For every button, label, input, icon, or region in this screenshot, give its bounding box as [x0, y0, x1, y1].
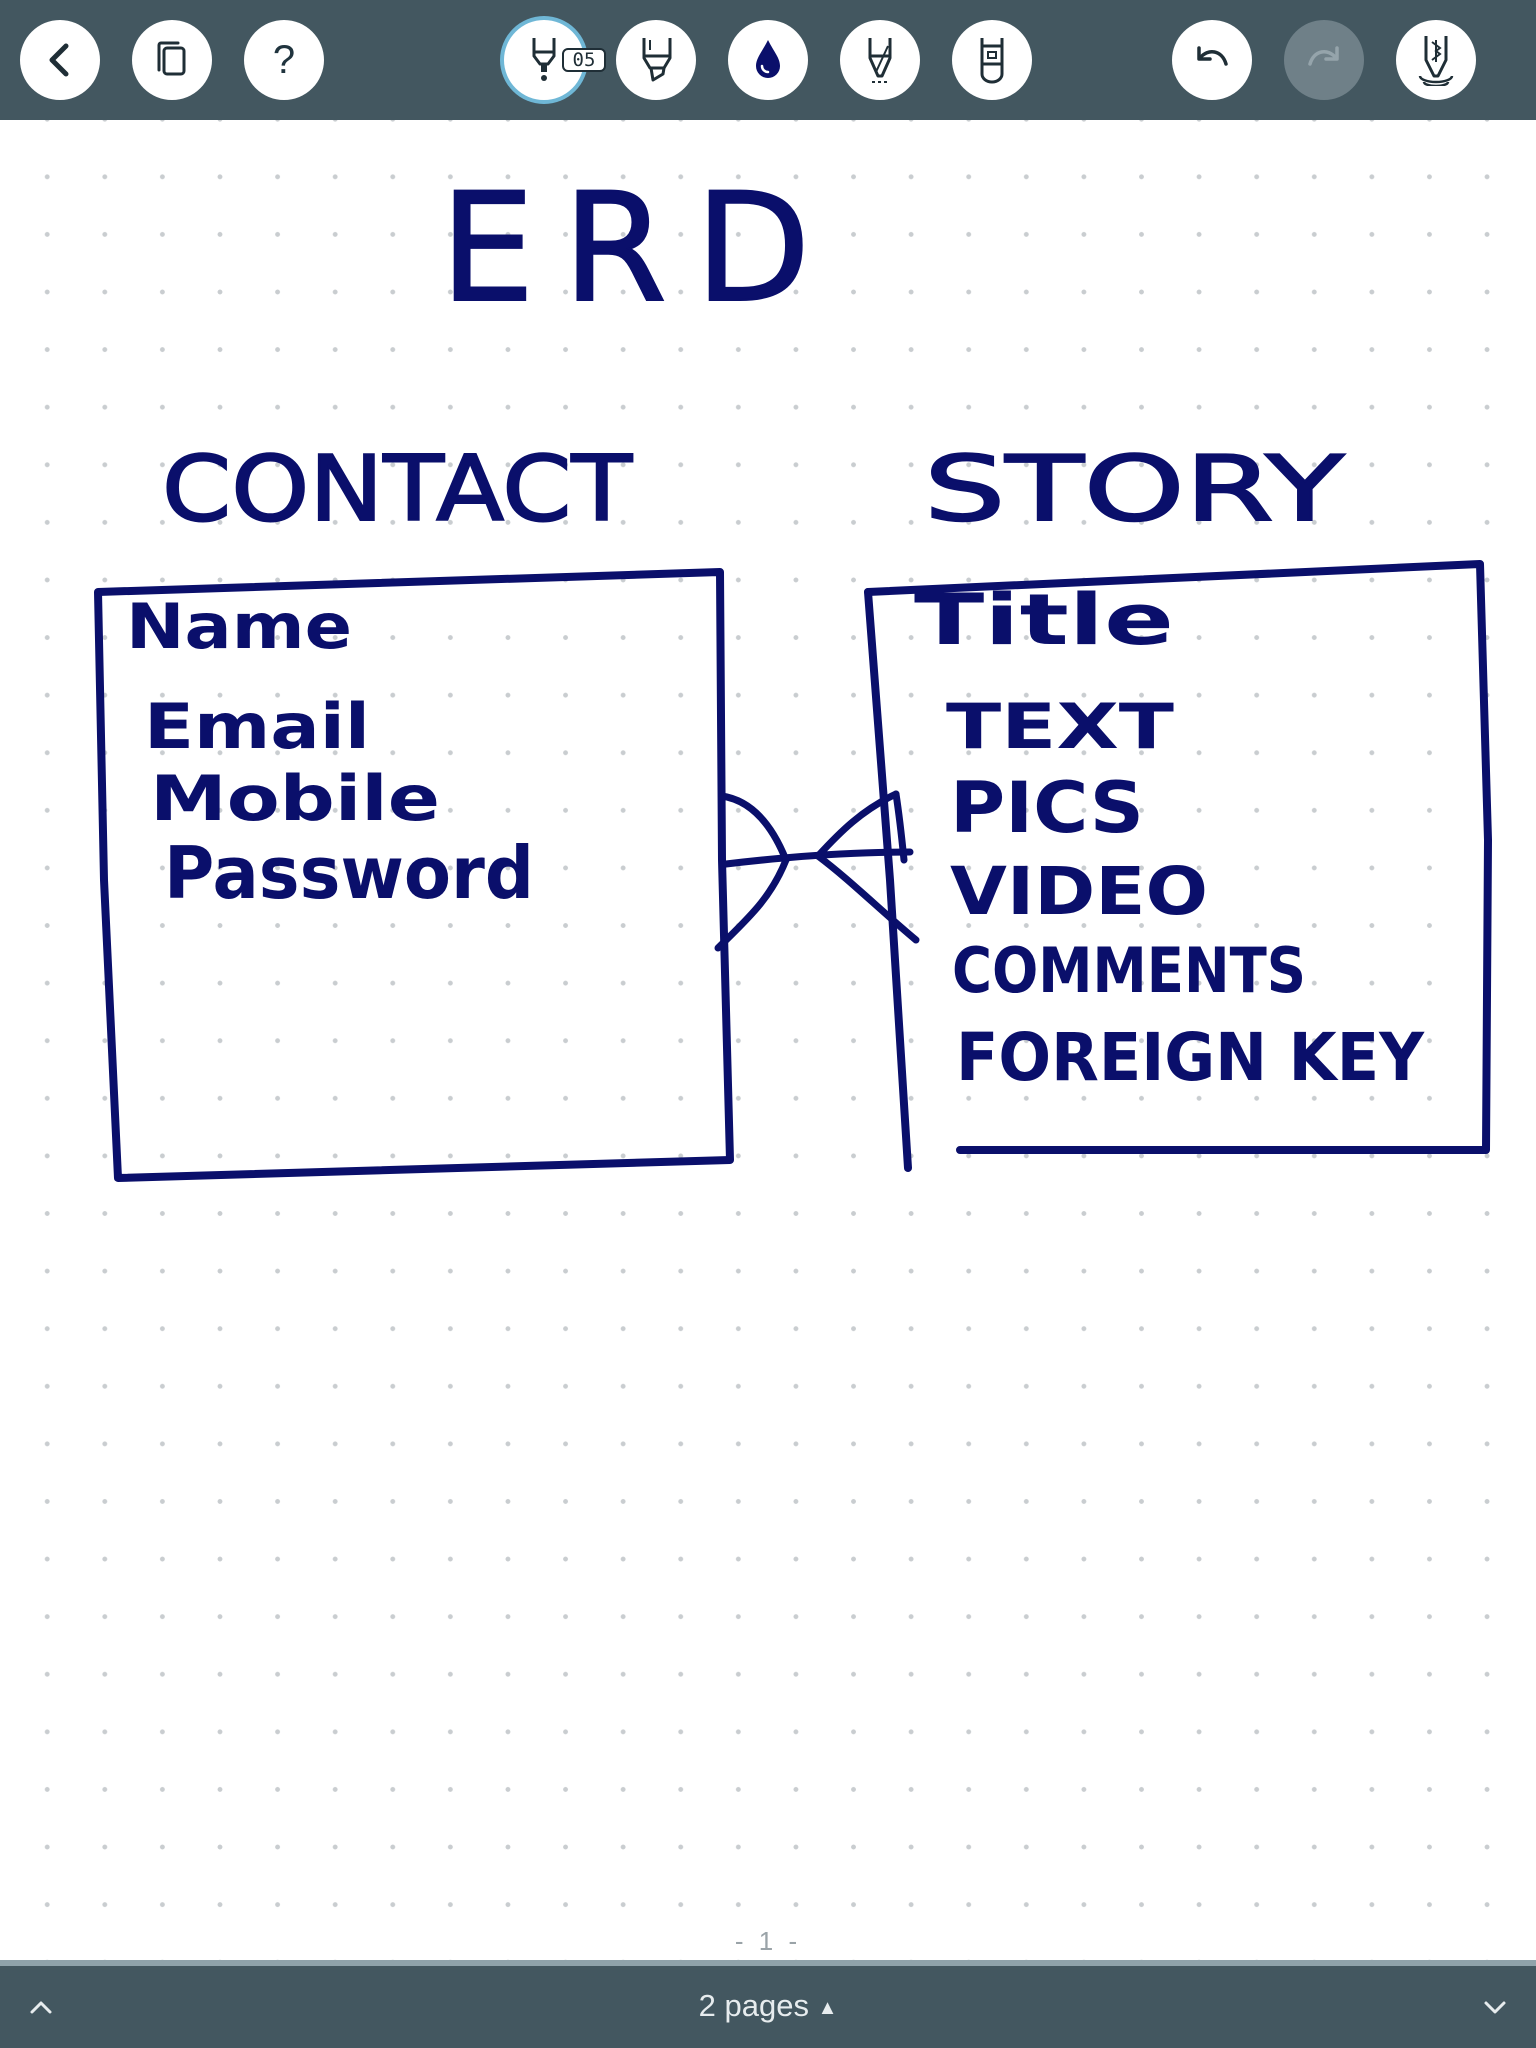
relationship-connector	[714, 790, 920, 952]
story-entity-box	[864, 560, 1492, 1154]
copy-pages-icon	[157, 41, 186, 76]
story-field: TEXT	[946, 690, 1174, 763]
caret-up-icon: ▲	[817, 1997, 838, 2019]
chevron-down-icon[interactable]	[1480, 1992, 1510, 2022]
color-button[interactable]	[728, 20, 808, 100]
story-field: Title	[914, 579, 1174, 661]
story-entity-box-left	[864, 588, 912, 1172]
top-toolbar: ? 05	[0, 0, 1536, 120]
marker-tool-button[interactable]	[616, 20, 696, 100]
drawing-canvas[interactable]	[0, 120, 1536, 1960]
contact-entity-box	[94, 568, 734, 1182]
pen-size-badge: 05	[562, 48, 606, 72]
story-field: VIDEO	[950, 853, 1208, 930]
undo-icon	[1197, 46, 1228, 66]
question-icon: ?	[272, 38, 296, 82]
fineliner-pen-icon	[532, 38, 556, 81]
diagram-title: ERD	[440, 162, 839, 336]
pencil-icon	[868, 38, 892, 83]
contact-field: Name	[126, 590, 352, 663]
contact-field: Password	[164, 831, 534, 915]
marker-icon	[642, 38, 672, 82]
redo-icon	[1308, 46, 1339, 66]
story-field: PICS	[950, 767, 1144, 849]
pages-button[interactable]	[132, 20, 212, 100]
help-button[interactable]: ?	[244, 20, 324, 100]
redo-button[interactable]	[1284, 20, 1364, 100]
chevron-left-icon	[49, 43, 69, 77]
contact-field: Email	[144, 690, 370, 763]
eraser-icon	[980, 38, 1004, 84]
pages-count-label: 2 pages	[698, 1988, 809, 2023]
contact-field: Mobile	[150, 762, 440, 835]
bluetooth-pen-button[interactable]	[1396, 20, 1476, 100]
ink-layer: ERD CONTACT STORY Name Email Mobile Pass…	[94, 161, 1492, 1182]
eraser-tool-button[interactable]	[952, 20, 1032, 100]
chevron-up-icon[interactable]	[26, 1992, 56, 2022]
entity-title-contact: CONTACT	[162, 437, 633, 542]
page-number: - 1 -	[734, 1926, 802, 1956]
undo-button[interactable]	[1172, 20, 1252, 100]
pencil-tool-button[interactable]	[840, 20, 920, 100]
bottom-bar: 2 pages ▲	[0, 1960, 1536, 2048]
story-field: COMMENTS	[952, 934, 1306, 1007]
bluetooth-pen-icon	[1418, 36, 1454, 86]
story-field: FOREIGN KEY	[956, 1019, 1425, 1096]
ink-drop-icon	[756, 40, 780, 78]
back-button[interactable]	[20, 20, 100, 100]
pages-toggle[interactable]: 2 pages ▲	[0, 1988, 1536, 2024]
entity-title-story: STORY	[924, 437, 1345, 542]
